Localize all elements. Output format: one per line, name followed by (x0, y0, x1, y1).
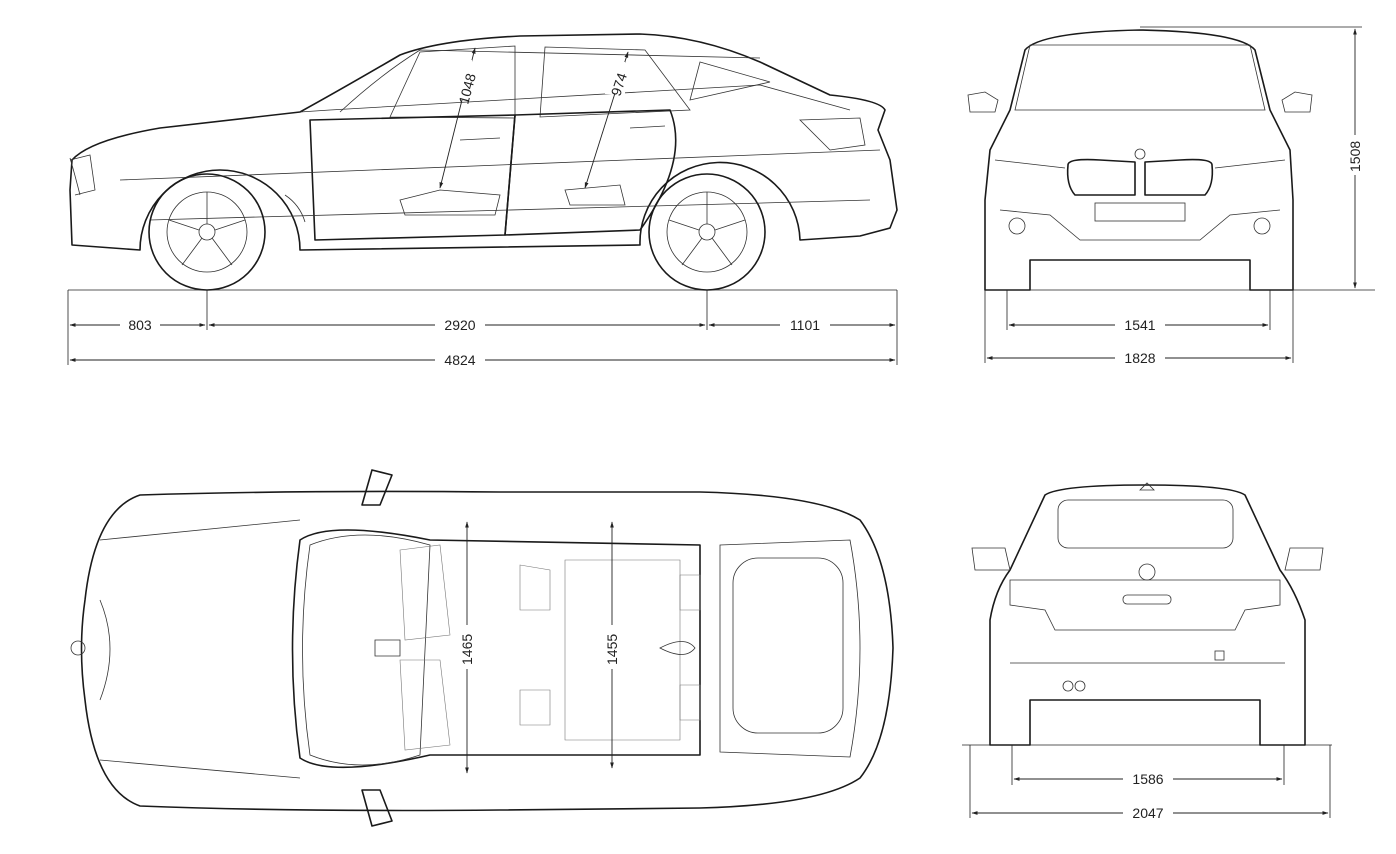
top-body-outline (80, 490, 894, 812)
rear-body-outline (989, 484, 1306, 746)
front-door (309, 114, 516, 241)
rear-wheel (648, 173, 766, 291)
top-view: 1465 1455 (70, 469, 894, 827)
front-body-outline (984, 29, 1294, 291)
rear-badge (1138, 563, 1156, 581)
front-wheel (148, 173, 266, 291)
front-overhang-label: 803 (128, 317, 152, 333)
front-track-label: 1541 (1124, 317, 1155, 333)
width-label: 1828 (1124, 350, 1155, 366)
front-view: 1508 1541 1828 (967, 26, 1375, 367)
wheelbase-label: 2920 (444, 317, 475, 333)
width-with-mirrors-label: 2047 (1132, 805, 1163, 821)
right-kidney-grille (1144, 158, 1214, 196)
height-label: 1508 (1347, 141, 1363, 172)
overall-length-label: 4824 (444, 352, 475, 368)
rear-view: 1586 2047 (962, 482, 1332, 822)
side-body-outline (69, 33, 898, 251)
rear-door (504, 109, 677, 236)
rear-overhang-label: 1101 (790, 317, 820, 333)
right-mirror (361, 789, 393, 827)
front-shoulder-room-label: 1465 (459, 634, 475, 665)
front-headroom-label: 1048 (455, 71, 479, 105)
side-view: 1048 974 803 2920 1101 4824 (67, 33, 898, 369)
rear-headroom-label: 974 (608, 71, 631, 98)
rear-track-label: 1586 (1132, 771, 1163, 787)
left-kidney-grille (1066, 158, 1136, 196)
left-mirror (361, 469, 393, 506)
top-cabin-outline (291, 529, 701, 769)
rear-shoulder-room-label: 1455 (604, 634, 620, 665)
